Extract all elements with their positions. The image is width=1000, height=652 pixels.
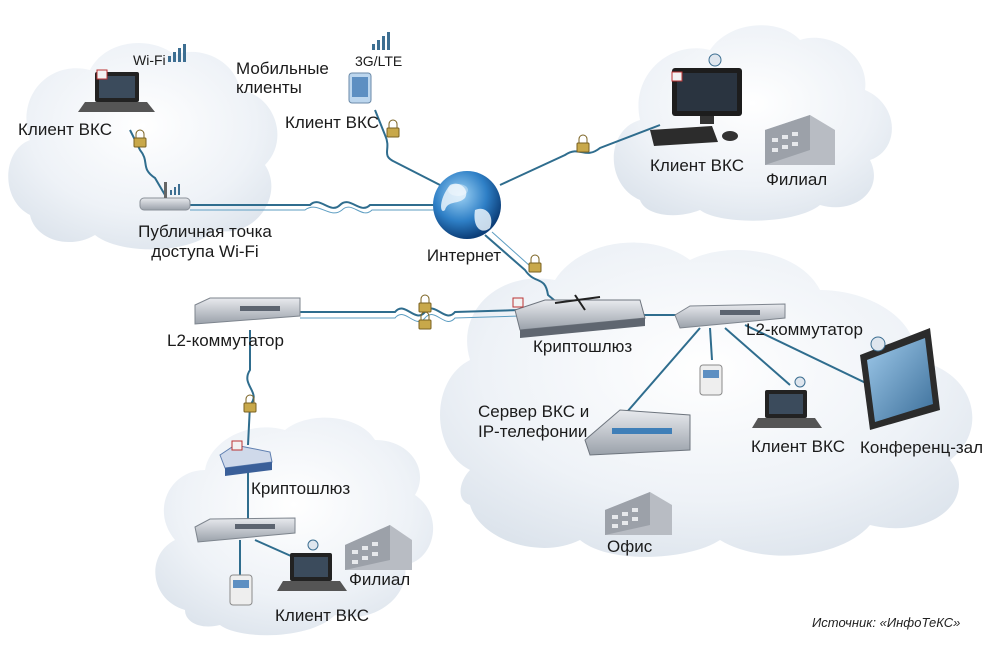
label-server-line2: IP-телефонии [478, 422, 588, 441]
server-icon [584, 409, 691, 456]
building-icon [765, 115, 835, 165]
tv-screen-icon [860, 328, 940, 430]
label-l2-left: L2-коммутатор [167, 331, 284, 350]
source-caption: Источник: «ИнфоТеКС» [812, 615, 961, 630]
label-crypto-branch: Криптошлюз [251, 479, 351, 498]
encryption-locks [133, 119, 590, 413]
label-crypto-main: Криптошлюз [533, 337, 633, 356]
label-mobile-client: Клиент ВКС [285, 113, 379, 132]
globe-icon [433, 171, 501, 239]
building-icon [605, 492, 672, 535]
crypto-gateway-icon [219, 440, 273, 476]
crypto-gateway-icon [512, 294, 646, 338]
access-point-icon [139, 182, 191, 211]
label-access-point-line1: Публичная точка [138, 222, 272, 241]
switch-icon [194, 517, 296, 543]
switch-icon [674, 303, 786, 329]
label-mobile-clients: Мобильные клиенты [236, 59, 329, 97]
label-top-left-client: Клиент ВКС [18, 120, 112, 139]
label-bottom-left-branch: Филиал [349, 570, 411, 589]
label-conference: Конференц-зал [860, 438, 984, 457]
keyboard-icon [650, 126, 738, 146]
label-internet: Интернет [426, 246, 502, 265]
laptop-icon [78, 69, 155, 112]
label-top-right-branch: Филиал [766, 170, 828, 189]
label-wifi: Wi-Fi [133, 52, 166, 68]
laptop-icon [277, 539, 347, 591]
label-office: Офис [607, 537, 653, 556]
phone-icon [348, 72, 372, 104]
label-top-right-client: Клиент ВКС [650, 156, 744, 175]
label-office-client: Клиент ВКС [751, 437, 845, 456]
wifi-icon [168, 44, 186, 62]
laptop-icon [752, 376, 822, 428]
label-server-line1: Сервер ВКС и [478, 402, 590, 421]
cloud-top-right [613, 25, 892, 221]
label-access-point-line2: доступа Wi-Fi [151, 242, 259, 261]
phone-icon [699, 364, 723, 396]
signal-icon [372, 32, 390, 50]
label-lte: 3G/LTE [355, 53, 403, 69]
switch-icon [194, 297, 301, 325]
building-icon [345, 525, 412, 570]
monitor-icon [671, 53, 742, 124]
phone-icon [229, 574, 253, 606]
label-l2-right: L2-коммутатор [746, 320, 863, 339]
label-bottom-left-client: Клиент ВКС [275, 606, 369, 625]
